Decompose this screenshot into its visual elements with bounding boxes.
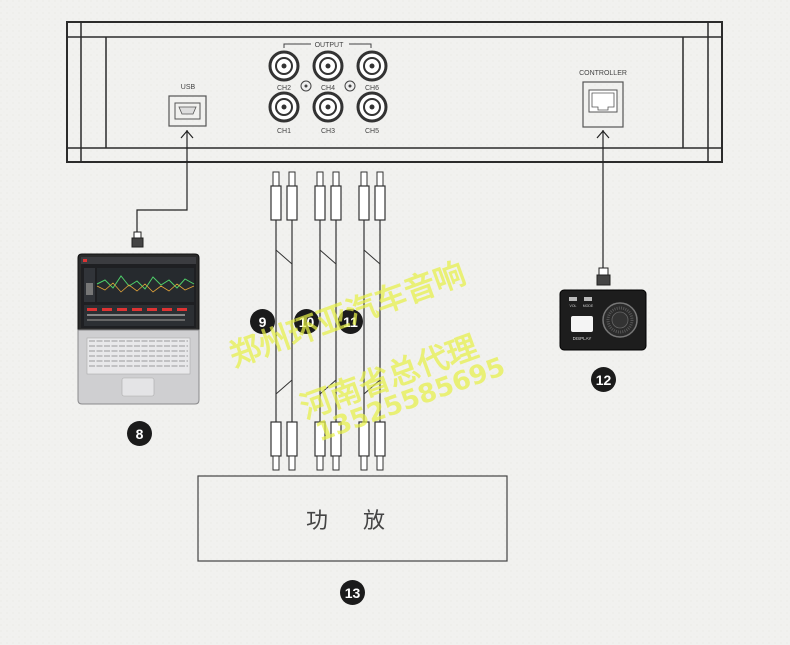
usb-port: USB bbox=[168, 84, 207, 127]
rca-cable-pair-a bbox=[270, 171, 298, 471]
badge-controller: 12 bbox=[591, 367, 616, 392]
badge-cable-a: 9 bbox=[250, 309, 275, 334]
mount-screw-left bbox=[300, 80, 312, 92]
controller-small-label-2: MODE bbox=[583, 304, 594, 308]
badge-cable-c: 11 bbox=[338, 309, 363, 334]
channel-label-ch3: CH3 bbox=[321, 128, 335, 135]
rca-jack-ch6 bbox=[356, 50, 388, 82]
badge-amplifier: 13 bbox=[340, 580, 365, 605]
amplifier-box bbox=[197, 475, 508, 562]
channel-label-ch4: CH4 bbox=[321, 85, 335, 92]
rca-cable-set bbox=[270, 171, 386, 471]
usb-cable bbox=[131, 130, 194, 248]
controller-port-label: CONTROLLER bbox=[579, 70, 627, 77]
dsp-processor bbox=[66, 21, 723, 163]
badge-cable-b: 10 bbox=[294, 309, 319, 334]
usb-label: USB bbox=[181, 84, 196, 91]
channel-label-ch1: CH1 bbox=[277, 128, 291, 135]
rca-cable-pair-c bbox=[358, 171, 386, 471]
channel-label-ch5: CH5 bbox=[365, 128, 379, 135]
channel-label-ch6: CH6 bbox=[365, 85, 379, 92]
controller-cable bbox=[596, 130, 611, 286]
output-label: OUTPUT bbox=[315, 42, 345, 49]
laptop bbox=[77, 253, 200, 405]
channel-label-ch2: CH2 bbox=[277, 85, 291, 92]
rca-jack-ch1 bbox=[268, 91, 300, 123]
controller-port: CONTROLLER bbox=[579, 70, 627, 128]
mount-screw-right bbox=[344, 80, 356, 92]
badge-laptop: 8 bbox=[127, 421, 152, 446]
remote-controller: VOL MODE DISPLAY bbox=[559, 289, 647, 351]
controller-small-label-1: VOL bbox=[569, 304, 576, 308]
rca-jack-ch5 bbox=[356, 91, 388, 123]
rca-jack-ch2 bbox=[268, 50, 300, 82]
controller-display-label: DISPLAY bbox=[573, 336, 592, 341]
volume-knob bbox=[602, 302, 638, 338]
rca-jack-ch3 bbox=[312, 91, 344, 123]
output-panel: OUTPUT bbox=[268, 42, 388, 135]
rca-jack-ch4 bbox=[312, 50, 344, 82]
amplifier-label: 功 放 bbox=[306, 508, 399, 534]
laptop-trackpad bbox=[121, 377, 155, 397]
controller-display bbox=[571, 316, 593, 332]
rca-cable-pair-b bbox=[314, 171, 342, 471]
